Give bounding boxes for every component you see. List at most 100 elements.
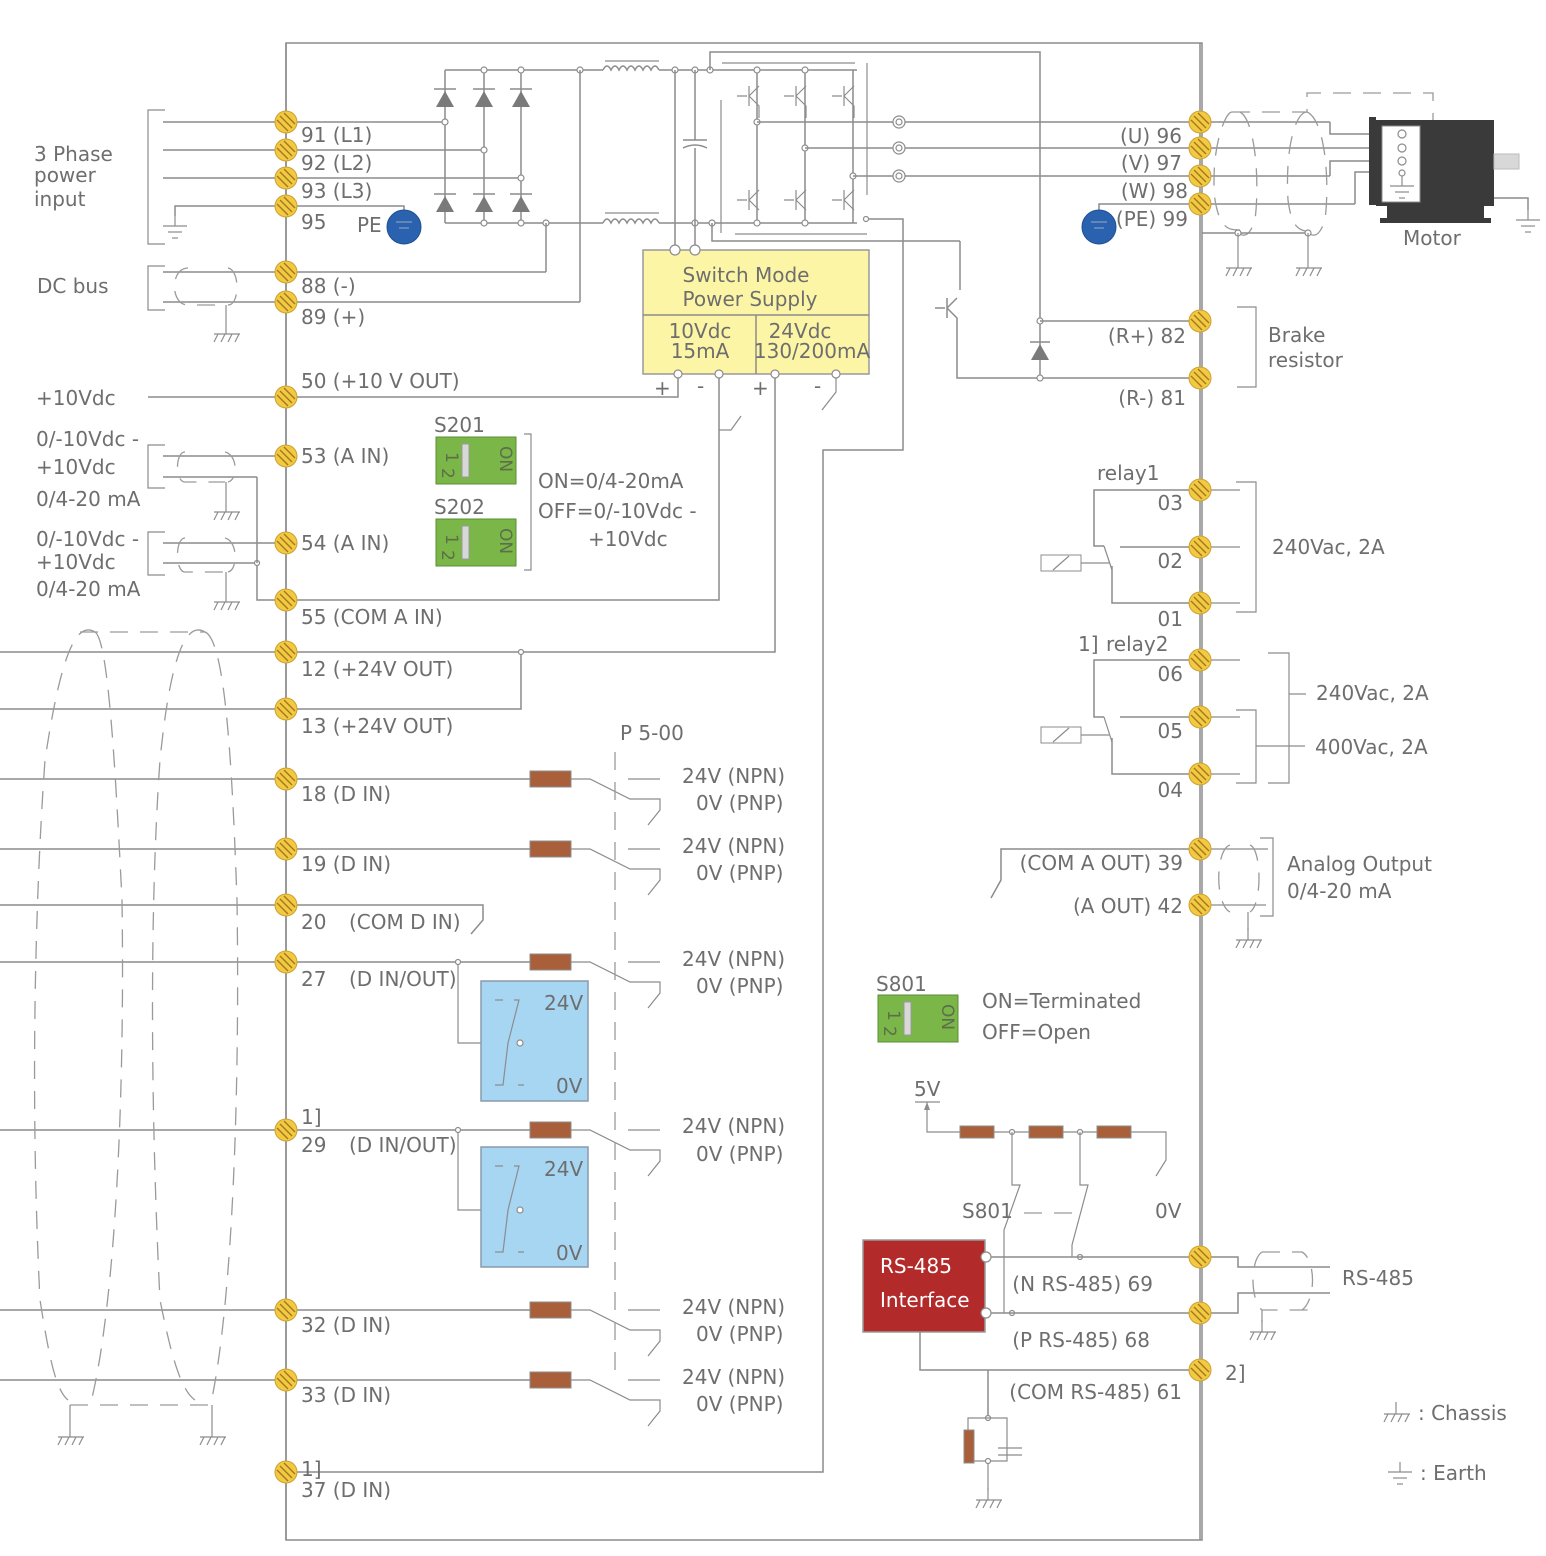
pnp-label-33: 0V (PNP) (696, 1392, 783, 1416)
terminal-label-01: 01 (1158, 607, 1183, 631)
terminal-label-13: 13 (+24V OUT) (301, 714, 453, 738)
npn-label-18: 24V (NPN) (682, 764, 785, 788)
ain54-range-2: +10Vdc (36, 550, 116, 574)
rs485-interface-title-1: RS-485 (880, 1254, 952, 1278)
rectifier-bridge (434, 51, 1041, 378)
motor-label: Motor (1403, 226, 1462, 250)
smps-minus-1: - (697, 374, 704, 398)
smps-current: 130/200mA (754, 339, 871, 363)
relay1-wiring (1040, 481, 1257, 613)
three-phase-label-3: input (34, 187, 86, 211)
plus10vdc-label: +10Vdc (36, 386, 116, 410)
analog-inputs-wiring (147, 444, 286, 611)
dip-on-label: ON (495, 446, 515, 472)
terminal-label-82: (R+) 82 (1108, 324, 1186, 348)
s801-off-text: OFF=Open (982, 1020, 1091, 1044)
terminal-label-06: 06 (1158, 662, 1183, 686)
pnp-label-29: 0V (PNP) (696, 1142, 783, 1166)
terminal-label-42: (A OUT) 42 (1073, 894, 1183, 918)
legend-chassis-label: : Chassis (1418, 1401, 1507, 1425)
ain53-range-3: 0/4-20 mA (36, 487, 141, 511)
pe-label: PE (357, 213, 382, 237)
terminal-label-39: (COM A OUT) 39 (1020, 851, 1183, 875)
smps-title-1: Switch Mode (683, 263, 810, 287)
motor-icon (1369, 117, 1541, 233)
smps-minus-2: - (814, 374, 821, 398)
switch-mode-power-supply: Switch Mode Power Supply 10Vdc 15mA 24Vd… (148, 244, 871, 653)
terminal-label-61: (COM RS-485) 61 (1009, 1380, 1182, 1404)
five-volt-label: 5V (914, 1077, 941, 1101)
dip-switch-s801[interactable]: 1 2 ON (877, 994, 959, 1043)
three-phase-label-1: 3 Phase (34, 142, 113, 166)
svg-text:1: 1 (883, 1010, 903, 1021)
p500-label: P 5-00 (620, 721, 684, 745)
pnp-label-19: 0V (PNP) (696, 861, 783, 885)
rs485-termination (915, 1101, 1167, 1317)
terminal-label-20: 20 (301, 910, 326, 934)
dip-switch-s202[interactable]: 1 2 ON (435, 518, 517, 567)
terminal-label-32: 32 (D IN) (301, 1313, 391, 1337)
terminal-label-04: 04 (1158, 778, 1183, 802)
driver29-24v-label: 24V (544, 1157, 583, 1181)
terminal-label-54: 54 (A IN) (301, 531, 389, 555)
pe-earth-symbol-left (386, 209, 422, 245)
brake-label-2: resistor (1268, 348, 1344, 372)
terminal-label-81: (R-) 81 (1118, 386, 1186, 410)
s20x-off-text-2: +10Vdc (588, 527, 668, 551)
terminal-label-92: 92 (L2) (301, 151, 372, 175)
dip-switch-s201[interactable]: 1 2 ON (435, 436, 517, 485)
smps-15ma: 15mA (671, 339, 730, 363)
d-in-out-label-29: (D IN/OUT) (349, 1133, 457, 1157)
brake-label-1: Brake (1268, 323, 1325, 347)
dip-on-label: ON (937, 1004, 957, 1030)
terminal-label-96: (U) 96 (1120, 124, 1182, 148)
three-phase-label-2: power (34, 163, 97, 187)
terminal-label-37: 37 (D IN) (301, 1478, 391, 1502)
terminal-label-50: 50 (+10 V OUT) (301, 369, 460, 393)
earth-icon (1387, 1461, 1413, 1485)
relay1-label: relay1 (1097, 461, 1159, 485)
svg-text:1: 1 (441, 452, 461, 463)
input-resistor-19 (529, 840, 572, 858)
note2-label: 2] (1225, 1361, 1246, 1385)
smps-plus-1: + (654, 376, 671, 400)
relay2-label: relay2 (1106, 632, 1168, 656)
terminal-label-02: 02 (1158, 549, 1183, 573)
s801-label: S801 (876, 972, 927, 996)
igbt-inverter (286, 62, 1200, 1473)
terminal-label-55: 55 (COM A IN) (301, 605, 443, 629)
ain54-range-1: 0/-10Vdc - (36, 527, 139, 551)
relay2-rating-a: 240Vac, 2A (1316, 681, 1429, 705)
output-driver-27 (480, 980, 589, 1102)
note1-label-relay2: 1] (1078, 632, 1099, 656)
chassis-icon (1383, 1401, 1411, 1423)
driver27-24v-label: 24V (544, 991, 583, 1015)
svg-text:2: 2 (437, 468, 457, 479)
output-driver-29 (480, 1146, 589, 1268)
rs485-cable-label: RS-485 (1342, 1266, 1414, 1290)
terminal-label-68: (P RS-485) 68 (1012, 1328, 1150, 1352)
ain53-range-1: 0/-10Vdc - (36, 427, 139, 451)
s20x-on-text: ON=0/4-20mA (538, 469, 684, 493)
legend-earth-label: : Earth (1420, 1461, 1487, 1485)
smps-plus-2: + (752, 376, 769, 400)
terminal-label-89: 89 (+) (301, 305, 365, 329)
s202-label: S202 (434, 495, 485, 519)
terminal-label-95: 95 (301, 210, 326, 234)
smps-24v: 24Vdc (769, 319, 832, 343)
dc-bus-label: DC bus (37, 274, 109, 298)
terminal-label-91: 91 (L1) (301, 123, 372, 147)
input-resistor-32 (529, 1301, 572, 1319)
d-in-out-label-27: (D IN/OUT) (349, 967, 457, 991)
dip-on-label: ON (495, 528, 515, 554)
npn-label-27: 24V (NPN) (682, 947, 785, 971)
svg-text:2: 2 (437, 550, 457, 561)
com-d-in-label: (COM D IN) (349, 910, 461, 934)
motor-wiring (1200, 92, 1434, 277)
terminal-label-99: (PE) 99 (1116, 207, 1188, 231)
svg-text:1: 1 (441, 534, 461, 545)
input-resistor-18 (529, 770, 572, 788)
terminal-label-27: 27 (301, 967, 326, 991)
relay2-rating-b: 400Vac, 2A (1315, 735, 1428, 759)
